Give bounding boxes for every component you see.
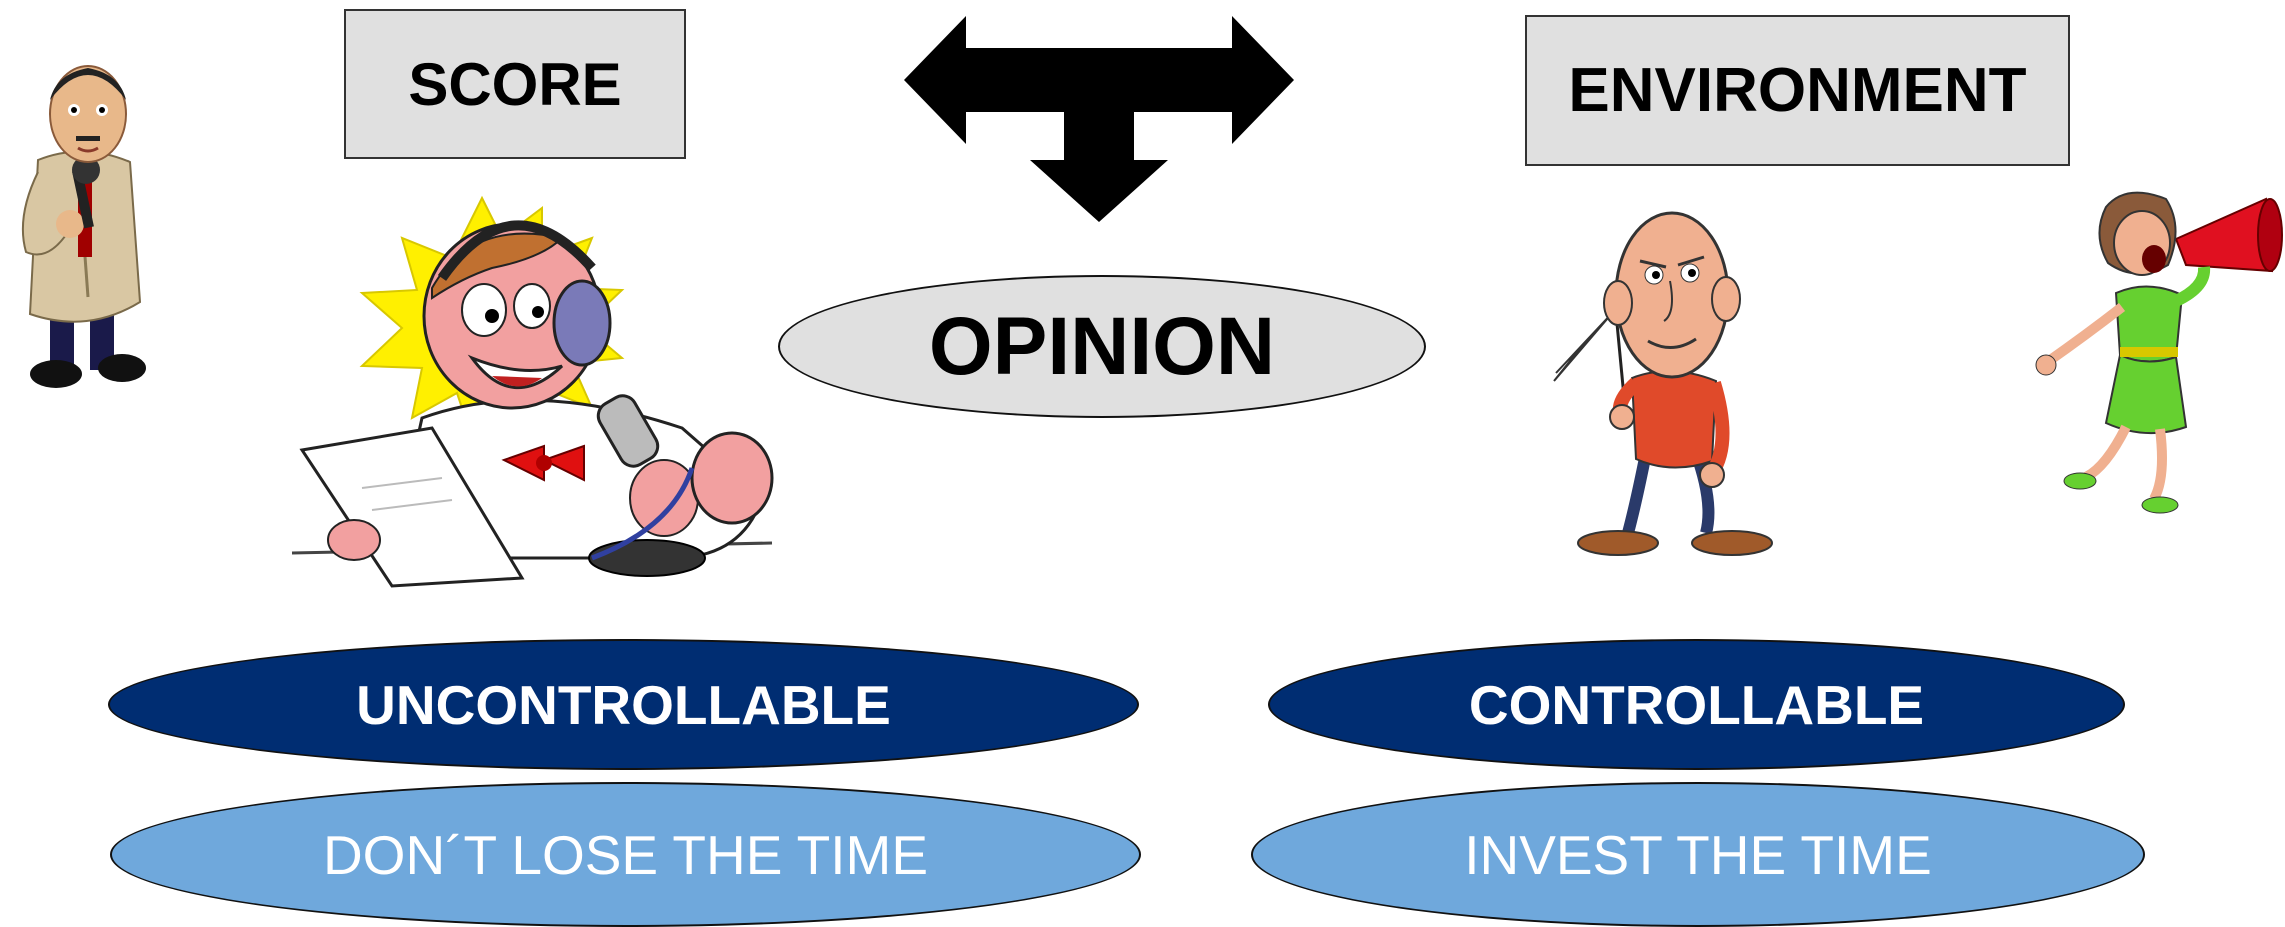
environment-label: ENVIRONMENT <box>1568 56 2027 125</box>
score-label: SCORE <box>408 50 622 118</box>
uncontrollable-ellipse: UNCONTROLLABLE <box>108 639 1139 770</box>
invest-time-label: INVEST THE TIME <box>1464 823 1932 886</box>
opinion-ellipse: OPINION <box>778 275 1426 418</box>
environment-box: ENVIRONMENT <box>1525 15 2070 166</box>
reporter-with-microphone-icon <box>21 65 146 388</box>
sports-announcer-icon <box>291 195 774 588</box>
woman-with-megaphone-icon <box>2035 191 2283 514</box>
dont-lose-time-ellipse: DON´T LOSE THE TIME <box>110 782 1141 927</box>
controllable-label: CONTROLLABLE <box>1468 673 1925 736</box>
dont-lose-time-label: DON´T LOSE THE TIME <box>322 823 929 886</box>
score-box: SCORE <box>344 9 686 159</box>
controllable-ellipse: CONTROLLABLE <box>1268 639 2125 770</box>
uncontrollable-label: UNCONTROLLABLE <box>356 673 891 736</box>
opinion-label: OPINION <box>928 300 1276 392</box>
three-way-arrow-icon <box>904 16 1294 222</box>
old-man-with-flag-icon <box>1553 211 1773 556</box>
invest-time-ellipse: INVEST THE TIME <box>1251 782 2145 927</box>
